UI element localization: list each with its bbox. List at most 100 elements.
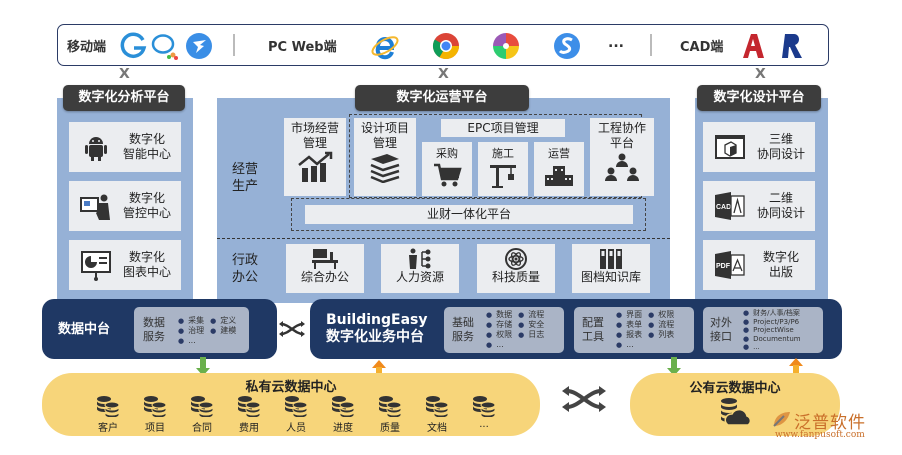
item-label: 数字化 xyxy=(128,250,165,264)
item-label: 图表中心 xyxy=(122,265,171,279)
epc-title: EPC项目管理 xyxy=(441,119,565,137)
svg-text:CAD: CAD xyxy=(716,204,731,211)
data-service-list: 采集定义 治理建模 ... xyxy=(178,316,236,346)
brand-leaf-icon xyxy=(773,412,790,427)
epc-construction-card: 施工 xyxy=(478,142,528,196)
admin-item-hr: 人力资源 xyxy=(381,244,459,293)
item-label: 出版 xyxy=(768,265,793,279)
pinwheel-browser-icon xyxy=(493,33,519,59)
g-mobile-icon xyxy=(120,32,147,58)
database-item: ... xyxy=(464,395,504,430)
database-item: 质量 xyxy=(370,395,410,434)
more-browsers: ... xyxy=(608,35,624,51)
database-item: 进度 xyxy=(323,395,363,434)
office-desk-icon xyxy=(312,249,338,269)
config-tools-key: 配置工具 xyxy=(582,316,604,343)
database-label: 进度 xyxy=(333,423,353,434)
data-service-key: 数据服务 xyxy=(143,316,165,343)
database-label: 合同 xyxy=(192,423,212,434)
epc-procurement-card: 采购 xyxy=(422,142,472,196)
database-label: 人员 xyxy=(286,423,306,434)
cad-label: CAD端 xyxy=(680,40,724,55)
item-label: 智能中心 xyxy=(122,147,171,161)
cart-icon xyxy=(434,163,462,187)
item-label: 二维 xyxy=(768,191,793,205)
database-icon xyxy=(473,396,496,417)
design-platform-title: 数字化设计平台 xyxy=(697,85,821,111)
database-icon xyxy=(238,396,261,417)
database-icon xyxy=(144,396,167,417)
data-middle-title: 数据中台 xyxy=(58,322,111,337)
chat-app-icon xyxy=(151,34,178,60)
design-item-2d: CAD 二维协同设计 xyxy=(703,181,815,231)
connector-link: ꓫ xyxy=(755,66,766,82)
autocad-icon xyxy=(743,34,764,58)
config-tools-list: 界面权限 表单流程 报表列表 ... xyxy=(616,310,674,350)
database-icon xyxy=(191,396,214,417)
down-arrow-green xyxy=(667,357,681,376)
database-item: 项目 xyxy=(135,395,175,434)
engineering-collab-card: 工程协作平台 xyxy=(590,118,654,196)
item-label: 数字化 xyxy=(128,191,165,205)
design-item-3d: 三维协同设计 xyxy=(703,122,815,172)
connector-link: ꓫ xyxy=(119,66,130,82)
finance-group-border xyxy=(291,198,646,231)
chrome-browser-icon xyxy=(432,33,460,60)
growth-chart-icon xyxy=(298,151,333,182)
hr-org-icon xyxy=(409,248,431,269)
up-arrow-orange xyxy=(789,358,803,377)
analysis-platform-title: 数字化分析平台 xyxy=(63,85,185,111)
svg-text:PDF: PDF xyxy=(716,263,731,270)
database-item: 人员 xyxy=(276,395,316,434)
item-label: 协同设计 xyxy=(756,206,805,220)
public-cloud-datacenter: 公有云数据中心 xyxy=(630,373,840,436)
brand-url[interactable]: www.fanpusoft.com xyxy=(775,430,865,440)
connector-link: ꓫ xyxy=(438,66,449,82)
item-label: 管控中心 xyxy=(122,206,171,220)
mobile-label: 移动端 xyxy=(67,40,107,55)
presentation-chart-icon xyxy=(81,251,111,281)
item-label: 数字化 xyxy=(128,132,165,146)
basic-service-key: 基础服务 xyxy=(452,316,474,343)
layers-icon xyxy=(370,154,400,183)
production-label: 经营生产 xyxy=(231,162,258,194)
building-icon xyxy=(545,166,573,186)
analysis-item-charts: 数字化图表中心 xyxy=(69,240,181,290)
atom-icon xyxy=(505,248,527,270)
analysis-item-control: 数字化管控中心 xyxy=(69,181,181,231)
database-item: 文档 xyxy=(417,395,457,434)
database-label: 质量 xyxy=(380,423,400,434)
external-interface-key: 对外接口 xyxy=(710,316,732,343)
team-icon xyxy=(605,153,639,181)
divider xyxy=(650,34,652,56)
market-management-card: 市场经营管理 xyxy=(284,118,346,196)
database-icon xyxy=(379,396,402,417)
item-label: 三维 xyxy=(768,132,793,146)
database-icon xyxy=(285,396,308,417)
bidirectional-exchange-icon xyxy=(279,321,305,337)
finance-integration-platform: 业财一体化平台 xyxy=(305,205,633,224)
design-item-publish: PDF 数字化出版 xyxy=(703,240,815,290)
admin-item-office: 综合办公 xyxy=(286,244,364,293)
epc-operation-card: 运营 xyxy=(534,142,584,196)
database-item: 客户 xyxy=(88,395,128,434)
down-arrow-green xyxy=(196,357,210,376)
client-endpoints-bar: 移动端 PC Web端 ... CAD端 xyxy=(57,24,829,66)
database-icon xyxy=(97,396,120,417)
revit-icon xyxy=(782,34,802,58)
binders-icon xyxy=(600,249,622,269)
divider xyxy=(233,34,235,56)
database-item: 费用 xyxy=(229,395,269,434)
private-cloud-title: 私有云数据中心 xyxy=(245,380,337,395)
database-icon xyxy=(426,396,449,417)
database-item: 合同 xyxy=(182,395,222,434)
android-robot-icon xyxy=(85,137,107,161)
admin-item-archive: 图档知识库 xyxy=(572,244,650,293)
database-label: 费用 xyxy=(239,423,259,434)
sogou-browser-icon xyxy=(554,33,580,59)
